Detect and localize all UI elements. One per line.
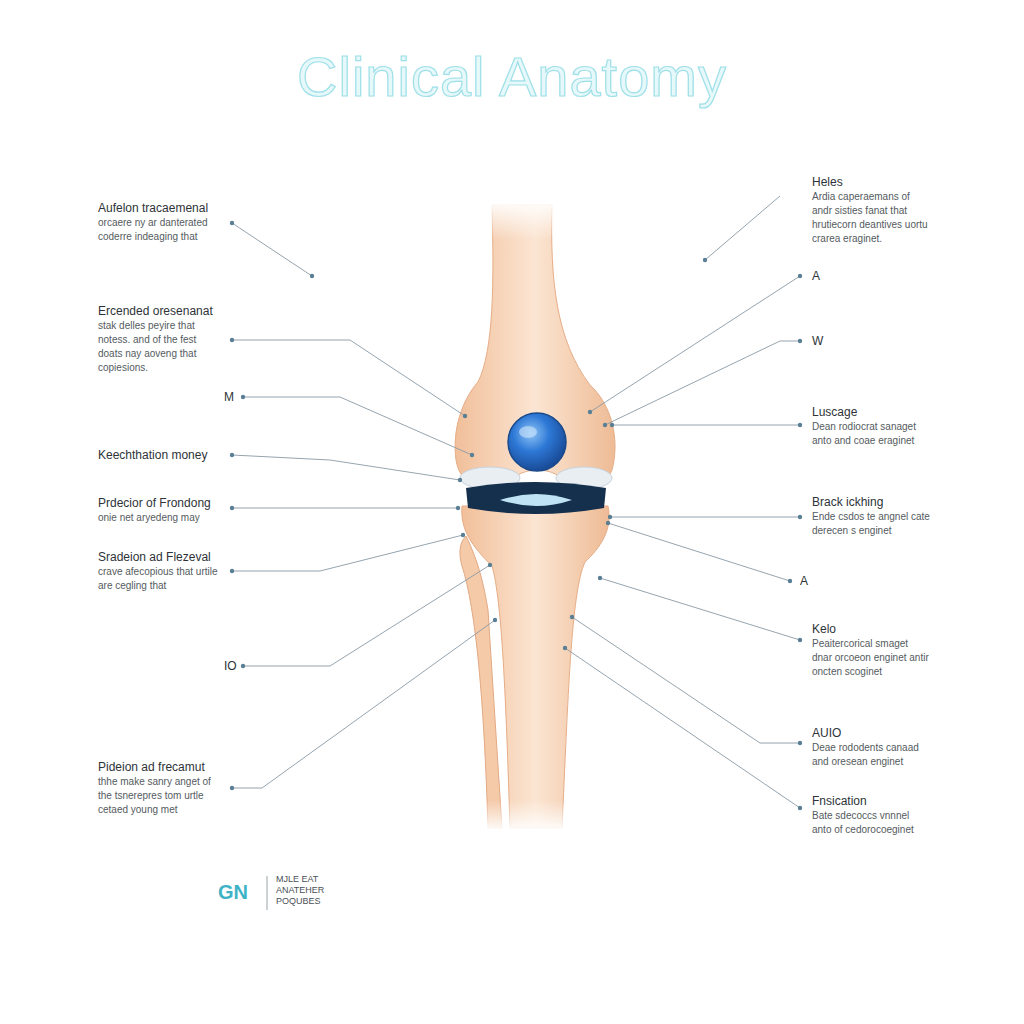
diagram-title: Clinical Anatomy — [0, 44, 1024, 109]
part-name: Prdecior of Frondong — [98, 496, 211, 510]
patella — [508, 413, 566, 471]
joint-space — [466, 482, 606, 514]
part-name: Pideion ad frecamut — [98, 760, 205, 774]
part-description: Dean rodiocrat sanaget anto and coae era… — [812, 420, 930, 448]
callout-letter: W — [812, 334, 823, 348]
leader-dots — [230, 221, 802, 810]
callout-letter: M — [224, 390, 234, 404]
part-description: orcaere ny ar danterated coderre indeagi… — [98, 216, 226, 244]
logo-mark: GN — [218, 881, 248, 904]
callout-letter: IO — [224, 659, 237, 673]
part-name: Aufelon tracaemenal — [98, 201, 208, 215]
logo-text: MJLE EAT ANATEHER POQUBES — [276, 874, 346, 907]
part-name: Luscage — [812, 405, 857, 419]
part-name: Brack ickhing — [812, 495, 883, 509]
femur — [455, 205, 615, 489]
callout-letter: A — [812, 269, 820, 283]
cartilage — [500, 494, 572, 506]
part-description: Deae rododents canaad and oresean engine… — [812, 741, 930, 769]
part-description: onie net aryedeng may — [98, 511, 226, 525]
part-description: stak delles peyire that notess. and of t… — [98, 319, 223, 375]
part-name: Ercended oresenanat — [98, 304, 213, 318]
part-name: Keechthation money — [98, 448, 207, 462]
part-description: Ardia caperaemans of andr sisties fanat … — [812, 190, 930, 246]
callout-letter: Kelo — [812, 622, 836, 636]
leader-lines — [232, 196, 800, 808]
part-description: crave afecopious that urtile are cegling… — [98, 565, 223, 593]
part-name: Fnsication — [812, 794, 867, 808]
callout-letter: AUIO — [812, 726, 841, 740]
part-description: Ende csdos te angnel cate derecen s engi… — [812, 510, 930, 538]
callout-letter: A — [800, 574, 808, 588]
part-description: Bate sdecoccs vnnnel anto of cedorocoegi… — [812, 809, 930, 837]
part-description: Peaitercorical smaget dnar orcoeon engin… — [812, 637, 930, 679]
part-description: thhe make sanry anget of the tsnerepres … — [98, 775, 223, 817]
divider — [267, 876, 268, 910]
part-name: Sradeion ad Flezeval — [98, 550, 211, 564]
part-name: Heles — [812, 175, 843, 189]
